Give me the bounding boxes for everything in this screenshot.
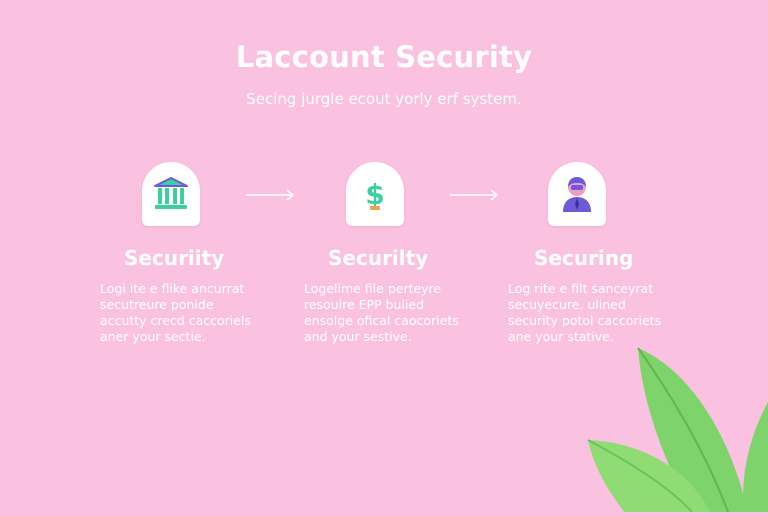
step-description: Log rite e filt sanceyrat secuyecure. ul… <box>508 281 662 344</box>
step-title: Securilty <box>328 246 429 270</box>
page-title: Laccount Security <box>235 40 533 74</box>
step-title: Securing <box>534 246 634 270</box>
step-description: Logi ite e flike ancurrat secutreure pon… <box>100 281 251 344</box>
user-icon <box>563 177 591 212</box>
leaf-decoration-icon <box>580 340 768 516</box>
step-description: Logelime file perteyre resouire EPP buli… <box>304 281 459 344</box>
bank-icon <box>154 177 188 209</box>
arrow-right-icon <box>450 187 500 207</box>
icon-tile: $ <box>346 162 404 226</box>
arrow-right-icon <box>246 187 296 207</box>
svg-text:$: $ <box>365 178 384 211</box>
icon-tile <box>142 162 200 226</box>
step-title: Securiity <box>124 246 225 270</box>
page-subtitle: Secing jurgle ecout yorly erf system. <box>246 90 522 108</box>
dollar-icon: $ <box>365 178 384 211</box>
icon-tile <box>548 162 606 226</box>
